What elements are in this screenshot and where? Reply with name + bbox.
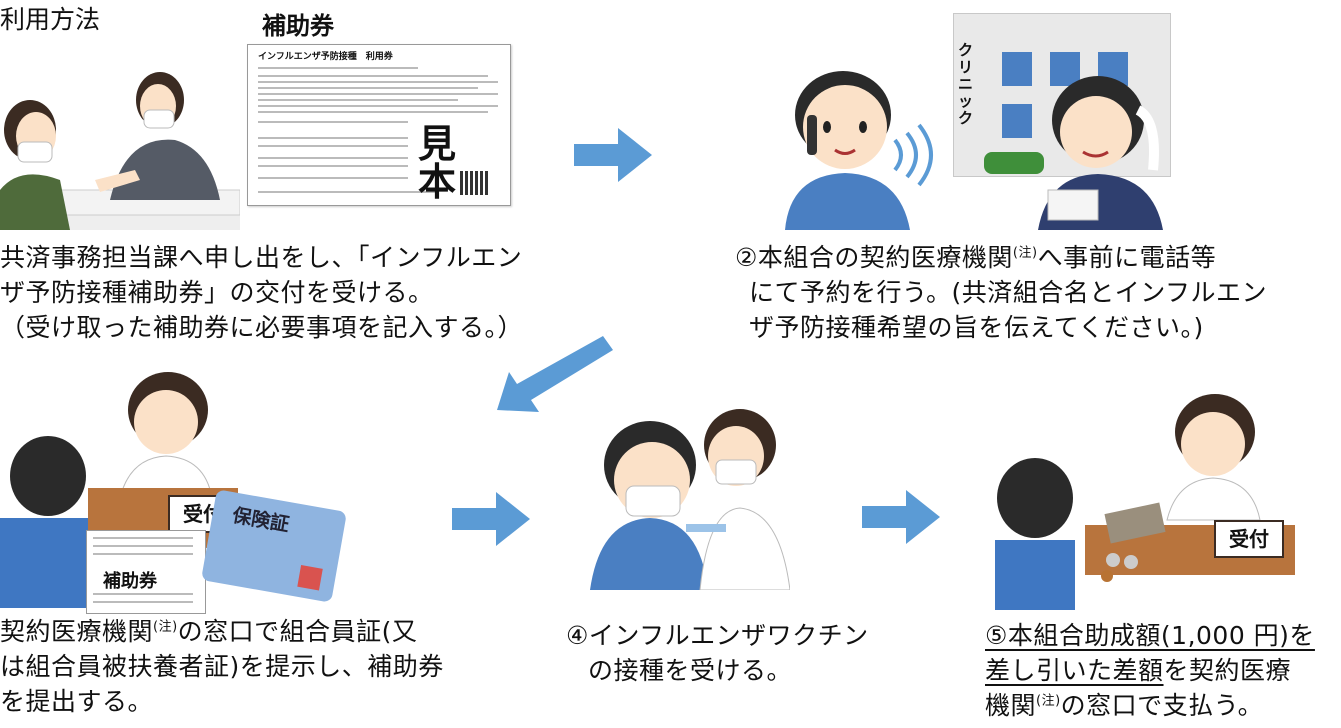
step3-line1-rest: の窓口で組合員証(又 [177,617,418,646]
step2-line1-rest: へ事前に電話等 [1037,243,1217,272]
page-title: 利用方法 [0,5,101,34]
coupon-small: 補助券 [86,530,206,614]
step3-line3: を提出する。 [0,687,154,716]
step5-line3-rest: の窓口で支払う。 [1060,691,1264,720]
step5-line3-text: 機関 [985,691,1037,720]
step2-caption: ②本組合の契約医療機関(注)へ事前に電話等 にて予約を行う。(共済組合名とインフ… [735,240,1267,345]
step1-line1: 共済事務担当課へ申し出をし、「インフルエン [0,243,523,272]
step5-line2-underlined: 差し引いた差額 [985,656,1164,685]
coupon-small-label: 補助券 [103,571,157,592]
step5-line1: ⑤本組合助成額(1,000 円)を [985,621,1315,650]
step4-line1: ④インフルエンザワクチン [566,621,869,650]
step1-caption: 共済事務担当課へ申し出をし、「インフルエン ザ予防接種補助券」の交付を受ける。 … [0,240,523,345]
coupon-document: インフルエンザ予防接種 利用券 見本 [247,44,511,206]
step2-line2: にて予約を行う。(共済組合名とインフルエン [749,278,1268,307]
clinic-sign: クリニック [958,41,974,127]
qr-code-icon [460,171,488,195]
coupon-heading: 補助券 [262,12,334,40]
step5-note: (注) [1036,693,1061,709]
step4-caption: ④インフルエンザワクチン の接種を受ける。 [566,618,869,688]
arrow-right-icon [574,128,652,182]
arrow-right-icon [862,490,940,544]
payment-illustration [995,394,1295,610]
reception-sign-2: 受付 [1214,520,1284,558]
step2-line1-text: ②本組合の契約医療機関 [735,243,1013,272]
step3-caption: 契約医療機関(注)の窓口で組合員証(又 は組合員被扶養者証)を提示し、補助券 を… [0,614,444,719]
insurance-card-label: 保険証 [230,504,291,537]
receptionist-phone-illustration [1038,76,1163,230]
coupon-doc-title: インフルエンザ予防接種 利用券 [258,52,393,62]
arrow-right-icon [452,492,530,546]
consultation-illustration [0,72,240,230]
step2-note: (注) [1012,245,1038,261]
phone-caller-illustration [785,71,933,230]
step3-note: (注) [153,619,178,635]
arrow-down-left-icon [497,336,613,412]
clinic-building: クリニック [953,13,1171,177]
step3-line2: は組合員被扶養者証)を提示し、補助券 [0,652,444,681]
step5-caption: ⑤本組合助成額(1,000 円)を 差し引いた差額を契約医療 機関(注)の窓口で… [985,618,1315,723]
sample-stamp: 見本 [418,122,457,204]
step1-line2: ザ予防接種補助券」の交付を受ける。 [0,278,434,307]
step3-line1-text: 契約医療機関 [0,617,154,646]
step2-line3: ザ予防接種希望の旨を伝えてください。) [749,313,1204,342]
step4-line2: の接種を受ける。 [588,656,793,685]
step5-line2-rest: を契約医療 [1163,656,1292,685]
vaccination-illustration [590,409,790,590]
step1-line3: （受け取った補助券に必要事項を記入する。） [0,313,524,342]
